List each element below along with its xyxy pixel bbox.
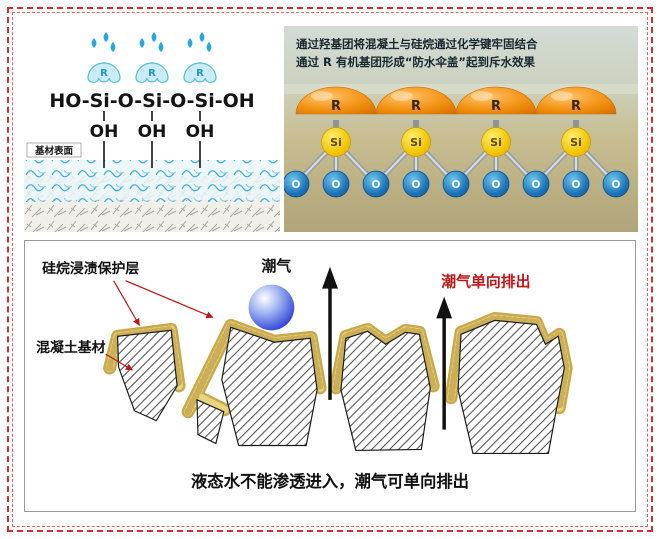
concrete-block bbox=[221, 326, 318, 447]
moisture-up-arrow bbox=[322, 266, 338, 400]
si-oh-bonds bbox=[103, 111, 201, 121]
si-atoms: Si Si Si Si bbox=[321, 127, 591, 157]
r-dome-label: R bbox=[571, 99, 581, 114]
substrate-pointer-line bbox=[105, 353, 133, 371]
panel-chemical-bonding: 通过羟基团将混凝土与硅烷通过化学键牢固结合 通过 R 有机基团形成“防水伞盖”起… bbox=[284, 26, 638, 232]
o-atom-label: O bbox=[332, 179, 341, 191]
surface-label: 基材表面 bbox=[34, 145, 74, 157]
silanol-diagram: R R R HO-Si-O-Si-O-Si-OH OH OH OH bbox=[24, 32, 280, 232]
si-atom-label: Si bbox=[490, 136, 502, 149]
raindrop-icon bbox=[206, 42, 212, 52]
raindrop-icon bbox=[199, 32, 205, 42]
si-atom bbox=[561, 127, 591, 157]
concrete-block bbox=[340, 330, 431, 452]
raindrop-icon bbox=[187, 38, 193, 48]
o-atom-label: O bbox=[492, 179, 501, 191]
bonding-diagram: 通过羟基团将混凝土与硅烷通过化学键牢固结合 通过 R 有机基团形成“防水伞盖”起… bbox=[284, 26, 638, 232]
coating-pointer-line bbox=[113, 280, 140, 326]
raindrop-icon bbox=[110, 42, 116, 52]
r-group-label: R bbox=[196, 68, 204, 79]
o-atom-label: O bbox=[292, 179, 301, 191]
o-atom bbox=[284, 170, 310, 198]
o-atom bbox=[482, 170, 510, 198]
concrete-block bbox=[457, 319, 565, 455]
one-way-escape-label: 潮气单向排出 bbox=[441, 273, 530, 291]
arrowhead-icon bbox=[436, 296, 453, 319]
silanol-formula: HO-Si-O-Si-O-Si-OH bbox=[49, 90, 254, 112]
o-atom-label: O bbox=[372, 179, 381, 191]
o-atom-label: O bbox=[452, 179, 461, 191]
concrete-shard bbox=[196, 398, 225, 445]
o-atom bbox=[522, 170, 550, 198]
r-dome: R bbox=[535, 86, 617, 115]
o-atom bbox=[362, 170, 390, 198]
o-atom bbox=[442, 170, 470, 198]
si-atom-label: Si bbox=[570, 136, 582, 149]
si-atom bbox=[401, 127, 431, 157]
r-dome-label: R bbox=[331, 99, 341, 114]
r-dome-label: R bbox=[411, 99, 421, 114]
moisture-label: 潮气 bbox=[262, 257, 292, 275]
o-atom-label: O bbox=[412, 179, 421, 191]
r-dome: R bbox=[375, 86, 457, 115]
o-atoms: O O O O O O O O O bbox=[284, 170, 630, 198]
raindrop-icon bbox=[151, 32, 157, 42]
oh-group: OH bbox=[186, 122, 215, 142]
substrate-label: 混凝土基材 bbox=[36, 339, 106, 356]
o-atom-label: O bbox=[572, 179, 581, 191]
concrete-block bbox=[116, 329, 178, 422]
raindrop-icon bbox=[158, 42, 164, 52]
raindrop-icon bbox=[91, 38, 97, 48]
mechanism-diagram: 硅烷浸渍保护层 潮气 潮气单向排出 混凝土基材 液态水不能渗透进入，潮气可单向排… bbox=[36, 257, 573, 491]
bonding-caption-line1: 通过羟基团将混凝土与硅烷通过化学键牢固结合 bbox=[296, 37, 538, 51]
horizon-streak bbox=[284, 84, 638, 94]
raindrop-icon bbox=[103, 32, 109, 42]
panel-breathing-mechanism: 硅烷浸渍保护层 潮气 潮气单向排出 混凝土基材 液态水不能渗透进入，潮气可单向排… bbox=[24, 240, 636, 512]
coating-pointer-line bbox=[125, 280, 214, 319]
umbrella-icon: R bbox=[87, 62, 121, 84]
raindrop-cluster bbox=[91, 32, 116, 52]
o-atom-label: O bbox=[612, 179, 621, 191]
r-dome: R bbox=[455, 86, 537, 115]
umbrella-icon: R bbox=[135, 62, 169, 84]
o-atom bbox=[322, 170, 350, 198]
raindrop-cluster bbox=[139, 32, 164, 52]
raindrop-icon bbox=[139, 38, 145, 48]
arrowhead-icon bbox=[322, 266, 338, 289]
si-atom-label: Si bbox=[330, 136, 342, 149]
oh-surface-bonds bbox=[103, 141, 201, 168]
water-droplet bbox=[248, 284, 295, 331]
oh-group: OH bbox=[138, 122, 167, 142]
r-group-label: R bbox=[148, 68, 156, 79]
o-atom-label: O bbox=[532, 179, 541, 191]
si-atom bbox=[321, 127, 351, 157]
mechanism-caption: 液态水不能渗透进入，潮气可单向排出 bbox=[191, 472, 469, 491]
oh-group: OH bbox=[90, 122, 119, 142]
raindrop-cluster bbox=[187, 32, 212, 52]
o-atom bbox=[402, 170, 430, 198]
coating-label: 硅烷浸渍保护层 bbox=[42, 260, 139, 277]
o-atom bbox=[562, 170, 590, 198]
moisture-up-arrow bbox=[436, 296, 453, 430]
red-pointer-lines bbox=[105, 280, 214, 371]
concrete-blocks bbox=[116, 319, 565, 455]
r-group-label: R bbox=[100, 68, 108, 79]
si-atom-label: Si bbox=[410, 136, 422, 149]
r-dome-label: R bbox=[491, 99, 501, 114]
o-atom bbox=[602, 170, 630, 198]
r-dome: R bbox=[295, 86, 377, 115]
umbrella-icon: R bbox=[183, 62, 217, 84]
surface-label-group: 基材表面 bbox=[26, 142, 82, 158]
bonding-caption-line2: 通过 R 有机基团形成“防水伞盖”起到斥水效果 bbox=[296, 55, 535, 69]
panel-silanol-formula: R R R HO-Si-O-Si-O-Si-OH OH OH OH bbox=[24, 26, 280, 232]
si-atom bbox=[481, 127, 511, 157]
